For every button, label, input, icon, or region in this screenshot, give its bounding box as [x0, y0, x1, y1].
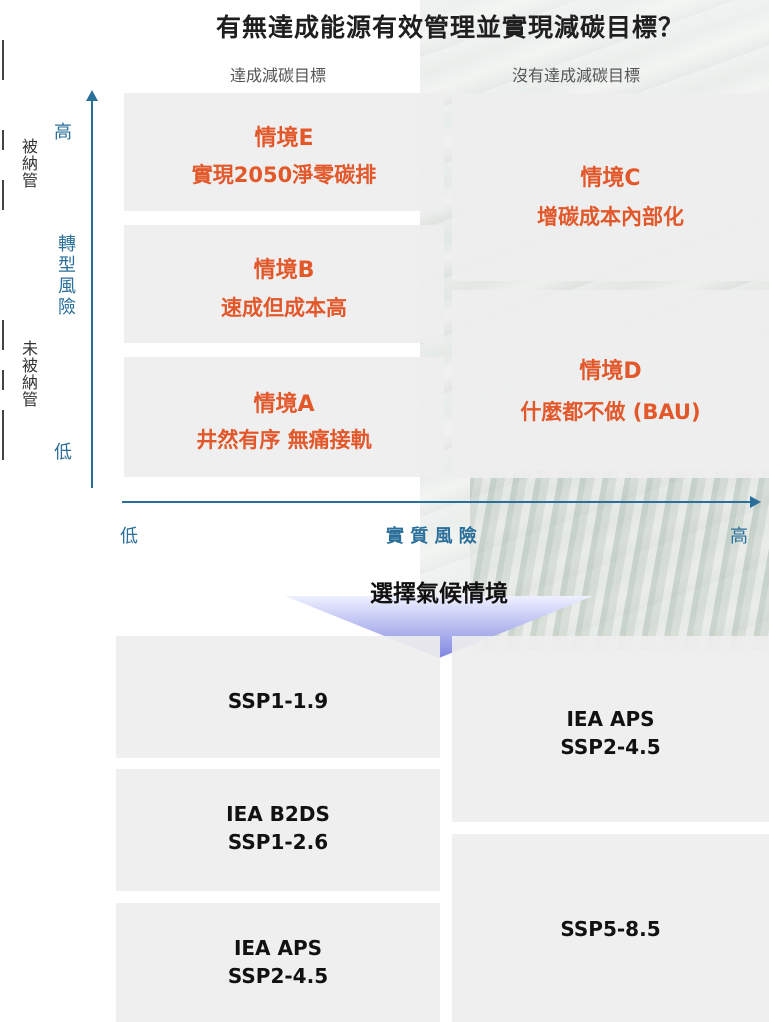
y-axis-arrowhead — [86, 90, 98, 101]
scenario-e-box: 情境E 實現2050淨零碳排 — [124, 93, 444, 211]
climate-left-mid-line2: SSP1-2.6 — [227, 830, 329, 854]
scenario-d-desc: 什麼都不做 (BAU) — [520, 400, 701, 424]
scenario-a-name: 情境A — [253, 392, 315, 417]
y-axis-title: 轉型風險 — [55, 234, 76, 318]
scenario-c-desc: 增碳成本內部化 — [537, 205, 684, 229]
scenario-b-desc: 速成但成本高 — [221, 296, 347, 320]
select-scenario-arrow — [285, 596, 593, 658]
scenario-a-box: 情境A 井然有序 無痛接軌 — [124, 357, 444, 477]
scenario-d-name: 情境D — [579, 359, 642, 384]
climate-right-top-line1: IEA APS — [566, 707, 655, 731]
column-header-achieved: 達成減碳目標 — [230, 66, 327, 85]
left-edge-marks — [0, 40, 6, 490]
y-axis-low-label: 低 — [54, 442, 72, 463]
climate-box-left-bottom: IEA APS SSP2-4.5 — [116, 903, 440, 1022]
climate-box-left-top: SSP1-1.9 — [116, 636, 440, 758]
climate-left-bottom-line1: IEA APS — [233, 936, 323, 960]
column-header-not-achieved: 沒有達成減碳目標 — [512, 66, 641, 85]
page-title: 有無達成能源有效管理並實現減碳目標？ — [215, 13, 684, 42]
climate-box-right-bottom: SSP5-8.5 — [452, 834, 769, 1022]
climate-right-top-line2: SSP2-4.5 — [560, 735, 661, 759]
scenario-b-box: 情境B 速成但成本高 — [124, 225, 444, 343]
scenario-c-box: 情境C 增碳成本內部化 — [452, 93, 769, 281]
climate-left-mid-line1: IEA B2DS — [226, 802, 330, 826]
scenario-a-desc: 井然有序 無痛接軌 — [196, 428, 372, 452]
climate-box-right-top: IEA APS SSP2-4.5 — [452, 636, 769, 822]
scenario-c-name: 情境C — [580, 166, 641, 191]
scenario-d-box: 情境D 什麼都不做 (BAU) — [452, 290, 769, 478]
side-label-unregulated: 未被納管 — [19, 340, 38, 408]
x-axis-low-label: 低 — [120, 526, 138, 547]
x-axis-high-label: 高 — [730, 526, 748, 547]
x-axis-line — [122, 501, 754, 503]
arrow-label: 選擇氣候情境 — [370, 581, 508, 607]
side-label-regulated: 被納管 — [19, 138, 38, 189]
x-axis-title: 實 質 風 險 — [386, 526, 477, 547]
climate-right-bottom-line1: SSP5-8.5 — [560, 917, 661, 941]
scenario-e-desc: 實現2050淨零碳排 — [191, 163, 377, 187]
y-axis-line — [91, 100, 93, 488]
x-axis-arrowhead — [750, 496, 761, 508]
climate-left-top-line1: SSP1-1.9 — [227, 689, 329, 713]
scenario-e-name: 情境E — [254, 126, 314, 151]
scenario-b-name: 情境B — [253, 258, 315, 283]
climate-box-left-mid: IEA B2DS SSP1-2.6 — [116, 769, 440, 891]
climate-left-bottom-line2: SSP2-4.5 — [227, 964, 329, 988]
y-axis-high-label: 高 — [54, 122, 72, 143]
